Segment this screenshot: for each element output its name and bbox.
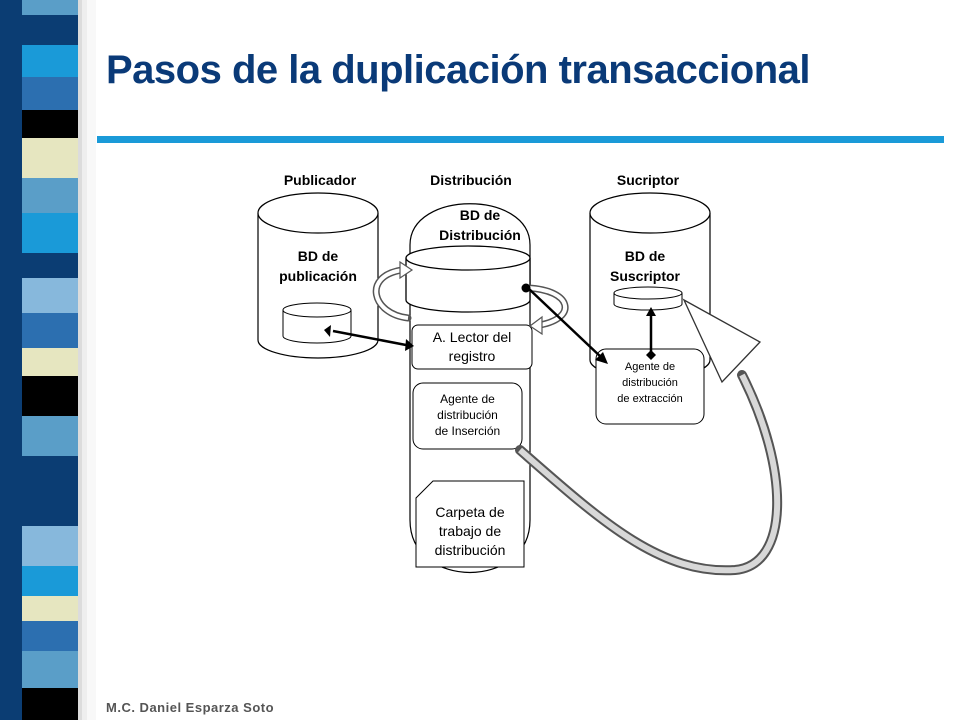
distribution-header: Distribución xyxy=(430,172,512,188)
publication-reader-arrow xyxy=(332,329,407,347)
log-reader-label: A. Lector del registro xyxy=(432,329,512,364)
publication-db-icon xyxy=(282,302,352,344)
slide-title: Pasos de la duplicación transaccional xyxy=(106,48,810,92)
insert-agent-label: Agente de distribución de Inserción xyxy=(434,392,501,438)
subscriber-header: Sucriptor xyxy=(616,172,680,188)
subscriber-db-icon xyxy=(613,286,683,311)
publisher-header: Publicador xyxy=(283,172,357,188)
decorative-stripes xyxy=(0,0,96,720)
insert-agent-box xyxy=(412,382,523,450)
publication-db-label: BD de publicación xyxy=(279,248,357,284)
title-underline xyxy=(97,136,944,143)
distribution-db-icon xyxy=(405,245,531,313)
work-folder-label: Carpeta de trabajo de distribución xyxy=(434,504,506,558)
footer-author: M.C. Daniel Esparza Soto xyxy=(106,700,275,715)
distribution-pull-arrow xyxy=(527,287,603,359)
distribution-db-label: BD de Distribución xyxy=(439,207,521,243)
pull-agent-label: Agente de distribución de extracción xyxy=(617,361,683,405)
work-folder-box xyxy=(415,480,525,568)
subscriber-db-label: BD de Suscriptor xyxy=(609,248,680,284)
